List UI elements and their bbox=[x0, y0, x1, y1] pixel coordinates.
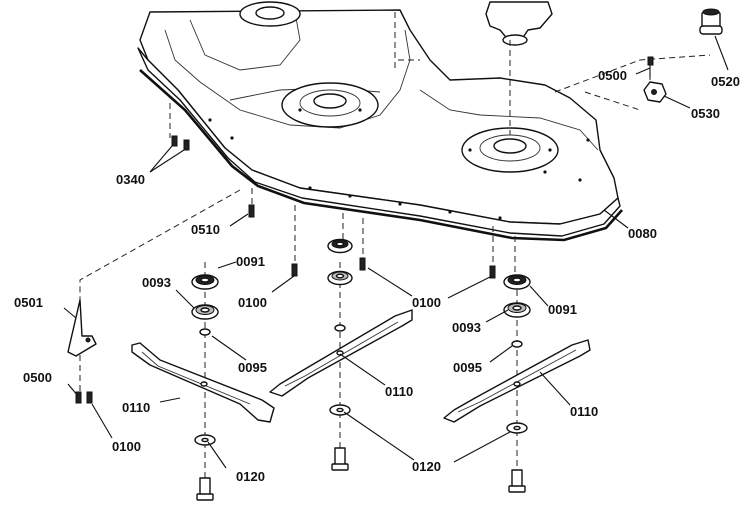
callout-0095-left: 0095 bbox=[238, 360, 267, 375]
part-0500-bolt-left bbox=[75, 391, 82, 404]
callout-0500-left: 0500 bbox=[23, 370, 52, 385]
part-0120-washer-right bbox=[506, 422, 528, 434]
part-bearing-center-top bbox=[327, 238, 353, 254]
callout-0091-right: 0091 bbox=[548, 302, 577, 317]
callout-0100-left: 0100 bbox=[238, 295, 267, 310]
callout-0110-right: 0110 bbox=[570, 404, 598, 419]
part-0120-washer-left bbox=[194, 434, 216, 446]
part-0093-spacer-right bbox=[503, 302, 531, 318]
callout-0100-center: 0100 bbox=[412, 295, 441, 310]
callout-0340: 0340 bbox=[116, 172, 145, 187]
callout-0120-center: 0120 bbox=[412, 459, 441, 474]
part-0500-bolt-top bbox=[647, 56, 654, 78]
callout-0510: 0510 bbox=[191, 222, 220, 237]
part-0110-blade-center bbox=[269, 309, 413, 397]
callout-0110-center: 0110 bbox=[385, 384, 413, 399]
part-0530-bracket bbox=[643, 81, 667, 103]
callout-0080: 0080 bbox=[628, 226, 657, 241]
part-0091-bearing-right bbox=[503, 274, 531, 290]
spindle-pulley-top bbox=[485, 1, 553, 46]
part-0100-bolts bbox=[86, 257, 496, 404]
part-0110-blade-left bbox=[131, 342, 275, 423]
mower-deck-housing bbox=[137, 1, 623, 242]
callout-0093-right: 0093 bbox=[452, 320, 481, 335]
leader-lines bbox=[63, 35, 729, 469]
callout-0530: 0530 bbox=[691, 106, 720, 121]
callout-0500-top: 0500 bbox=[598, 68, 627, 83]
callout-0100-left-bottom: 0100 bbox=[112, 439, 141, 454]
part-0091-bearing-left bbox=[191, 274, 219, 290]
callout-0120-left: 0120 bbox=[236, 469, 265, 484]
callout-labels: 0520 0500 0530 0340 0080 0510 0091 0093 … bbox=[14, 68, 740, 484]
part-0501-blade-guard bbox=[67, 299, 97, 357]
callout-0501: 0501 bbox=[14, 295, 43, 310]
callout-0110-left: 0110 bbox=[122, 400, 150, 415]
callout-0091-left: 0091 bbox=[236, 254, 265, 269]
callout-0095-right: 0095 bbox=[453, 360, 482, 375]
blade-bolts bbox=[196, 447, 526, 501]
part-0093-spacer-left bbox=[191, 304, 219, 320]
part-0340-bolts bbox=[171, 135, 190, 151]
part-0520-cap bbox=[699, 8, 723, 35]
part-spacer-center bbox=[327, 270, 353, 286]
part-0095-washers bbox=[199, 324, 523, 348]
part-0110-blade-right bbox=[443, 339, 591, 423]
part-0510-bolt bbox=[248, 204, 255, 218]
callout-0093-left: 0093 bbox=[142, 275, 171, 290]
callout-0520: 0520 bbox=[711, 74, 740, 89]
